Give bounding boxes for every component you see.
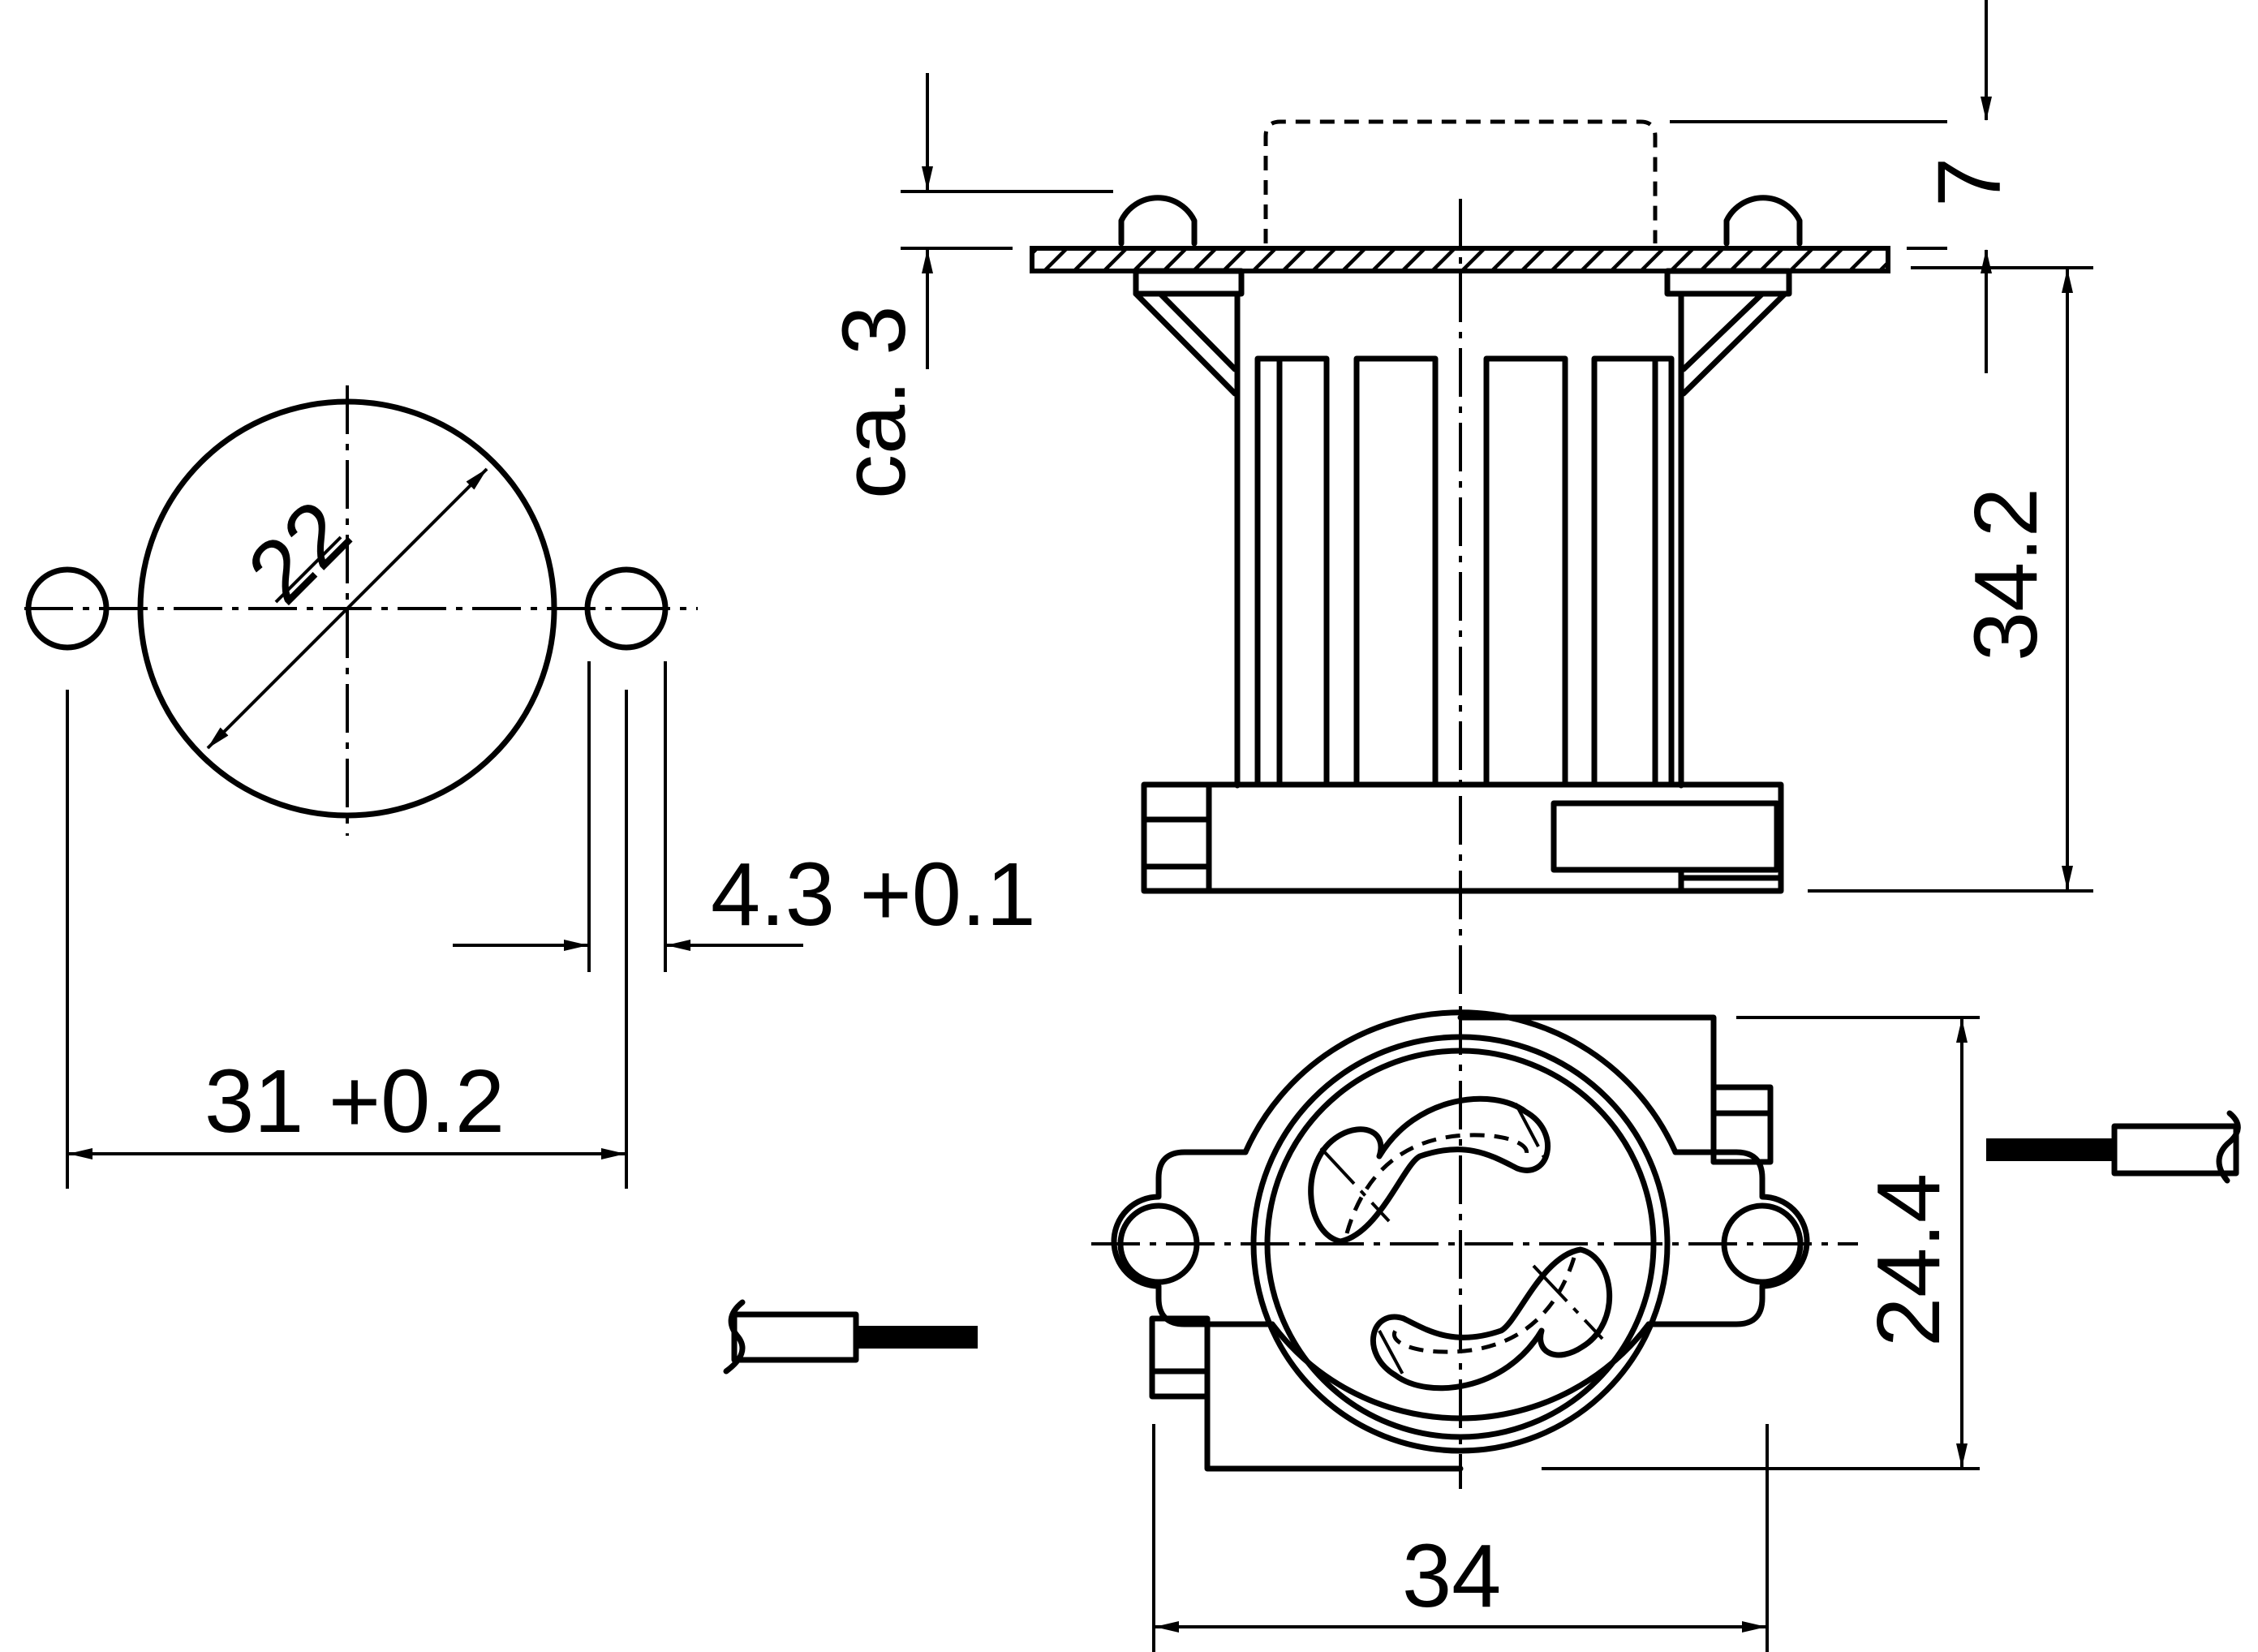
terminal-block <box>1550 800 1780 873</box>
diameter-leader <box>274 536 342 604</box>
clearance-label: 7 <box>1920 157 2019 207</box>
tab-bottom-left <box>1149 1315 1211 1400</box>
lamp-slot-upper <box>1308 1095 1550 1245</box>
rib-1 <box>1254 355 1330 788</box>
tab-top-right <box>1710 1084 1774 1165</box>
rib-4 <box>1591 355 1675 788</box>
brace-left-inner <box>1157 290 1238 372</box>
base-outline <box>1141 781 1784 894</box>
brace-left <box>1133 290 1238 397</box>
lamp-pin-upper <box>1344 1133 1529 1234</box>
hole-size-label: 4.3 +0.1 <box>711 845 1036 944</box>
pin-axis-lower <box>1532 1264 1604 1340</box>
depth-label: 24.4 <box>1859 1173 1959 1347</box>
rib-3 <box>1483 355 1568 788</box>
width-label: 34 <box>1402 1526 1501 1626</box>
mount-plate-right <box>1664 268 1792 297</box>
flange-outline <box>1111 1149 1810 1327</box>
pin-axis-upper-2 <box>1514 1103 1547 1161</box>
rivet-right <box>1723 195 1803 247</box>
rivet-left <box>1118 195 1198 247</box>
spacing-label: 31 +0.2 <box>204 1052 505 1151</box>
rib-2 <box>1353 355 1439 788</box>
wire-lead-left <box>723 1299 978 1375</box>
lamp-pin-lower <box>1392 1257 1576 1354</box>
diameter-dimension-line <box>206 467 488 750</box>
thickness-label: ca. 3 <box>824 306 924 499</box>
panel-cutout-view: 22 4.3 +0.1 31 +0.2 <box>24 385 1036 1189</box>
side-view: ca. 3 7 34.2 <box>824 0 2093 998</box>
top-view: 24.4 34 <box>723 1006 2241 1652</box>
pin-axis-lower-2 <box>1378 1330 1409 1384</box>
pin-axis-upper <box>1319 1147 1391 1223</box>
wire-lead-right <box>1986 1110 2241 1184</box>
brace-right <box>1680 290 1788 397</box>
lamp-slot-lower <box>1370 1246 1612 1392</box>
height-label: 34.2 <box>1956 488 2056 661</box>
mount-plate-left <box>1133 268 1245 297</box>
brace-right-inner <box>1680 290 1766 372</box>
